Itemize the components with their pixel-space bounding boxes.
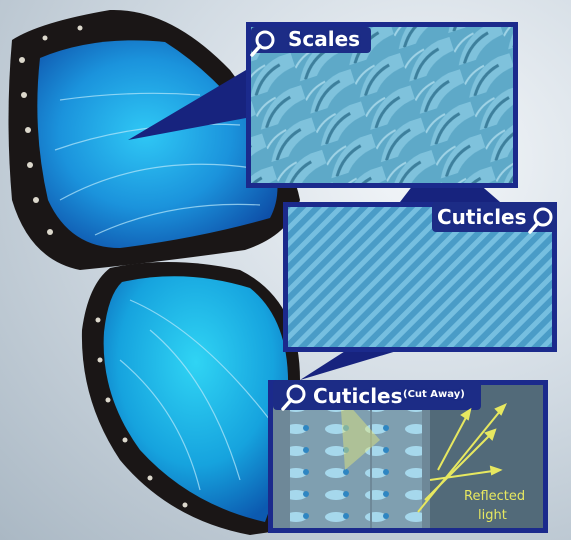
- cuticles-title: Cuticles: [437, 205, 527, 229]
- scales-title: Scales: [288, 27, 360, 51]
- light-label: light: [478, 508, 507, 523]
- reflected-label: Reflected: [464, 489, 525, 504]
- cutaway-subtitle: (Cut Away): [403, 389, 465, 400]
- cutaway-title: Cuticles: [313, 384, 403, 408]
- lower-wing: [82, 262, 300, 535]
- scales-panel: [246, 22, 518, 188]
